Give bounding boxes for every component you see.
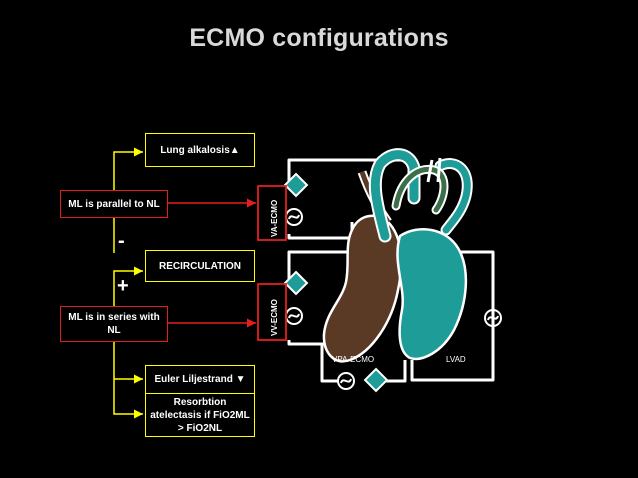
vv-ecmo-label: VV-ECMO <box>270 299 279 336</box>
va-ecmo-frame <box>257 185 287 241</box>
pulmonary-vessels <box>391 157 449 215</box>
vpa-ecmo-label: VPA-ECMO <box>332 355 374 364</box>
page-title: ECMO configurations <box>189 24 449 52</box>
resorption-text: Resorbtion atelectasis if FiO2ML > FiO2N… <box>150 396 250 434</box>
lung-alkalosis-text: Lung alkalosis▲ <box>160 144 240 156</box>
series-text: ML is in series with NL <box>68 312 160 336</box>
resorption-box: Resorbtion atelectasis if FiO2ML > FiO2N… <box>145 393 255 437</box>
minus-sign: - <box>118 230 125 252</box>
series-connectors <box>113 266 143 419</box>
heart-left <box>368 148 473 361</box>
lvad-label: LVAD <box>446 355 466 364</box>
series-box: ML is in series with NL <box>60 306 168 342</box>
recirculation-text: RECIRCULATION <box>158 260 242 272</box>
oxygenator-icons <box>283 172 389 393</box>
pump-icons <box>285 208 502 390</box>
lung-alkalosis-box: Lung alkalosis▲ <box>145 133 255 167</box>
parallel-text: ML is parallel to NL <box>68 198 160 210</box>
vv-ecmo-frame <box>257 283 287 341</box>
red-arrows <box>167 198 256 328</box>
recirculation-box: RECIRCULATION <box>145 250 255 282</box>
parallel-box: ML is parallel to NL <box>60 190 168 218</box>
parallel-connectors <box>113 147 143 253</box>
plus-sign: + <box>117 275 129 297</box>
euler-box: Euler Liljestrand ▼ <box>145 365 255 394</box>
heart-right <box>322 170 403 363</box>
va-ecmo-label: VA-ECMO <box>270 200 279 237</box>
euler-text: Euler Liljestrand ▼ <box>154 374 246 385</box>
